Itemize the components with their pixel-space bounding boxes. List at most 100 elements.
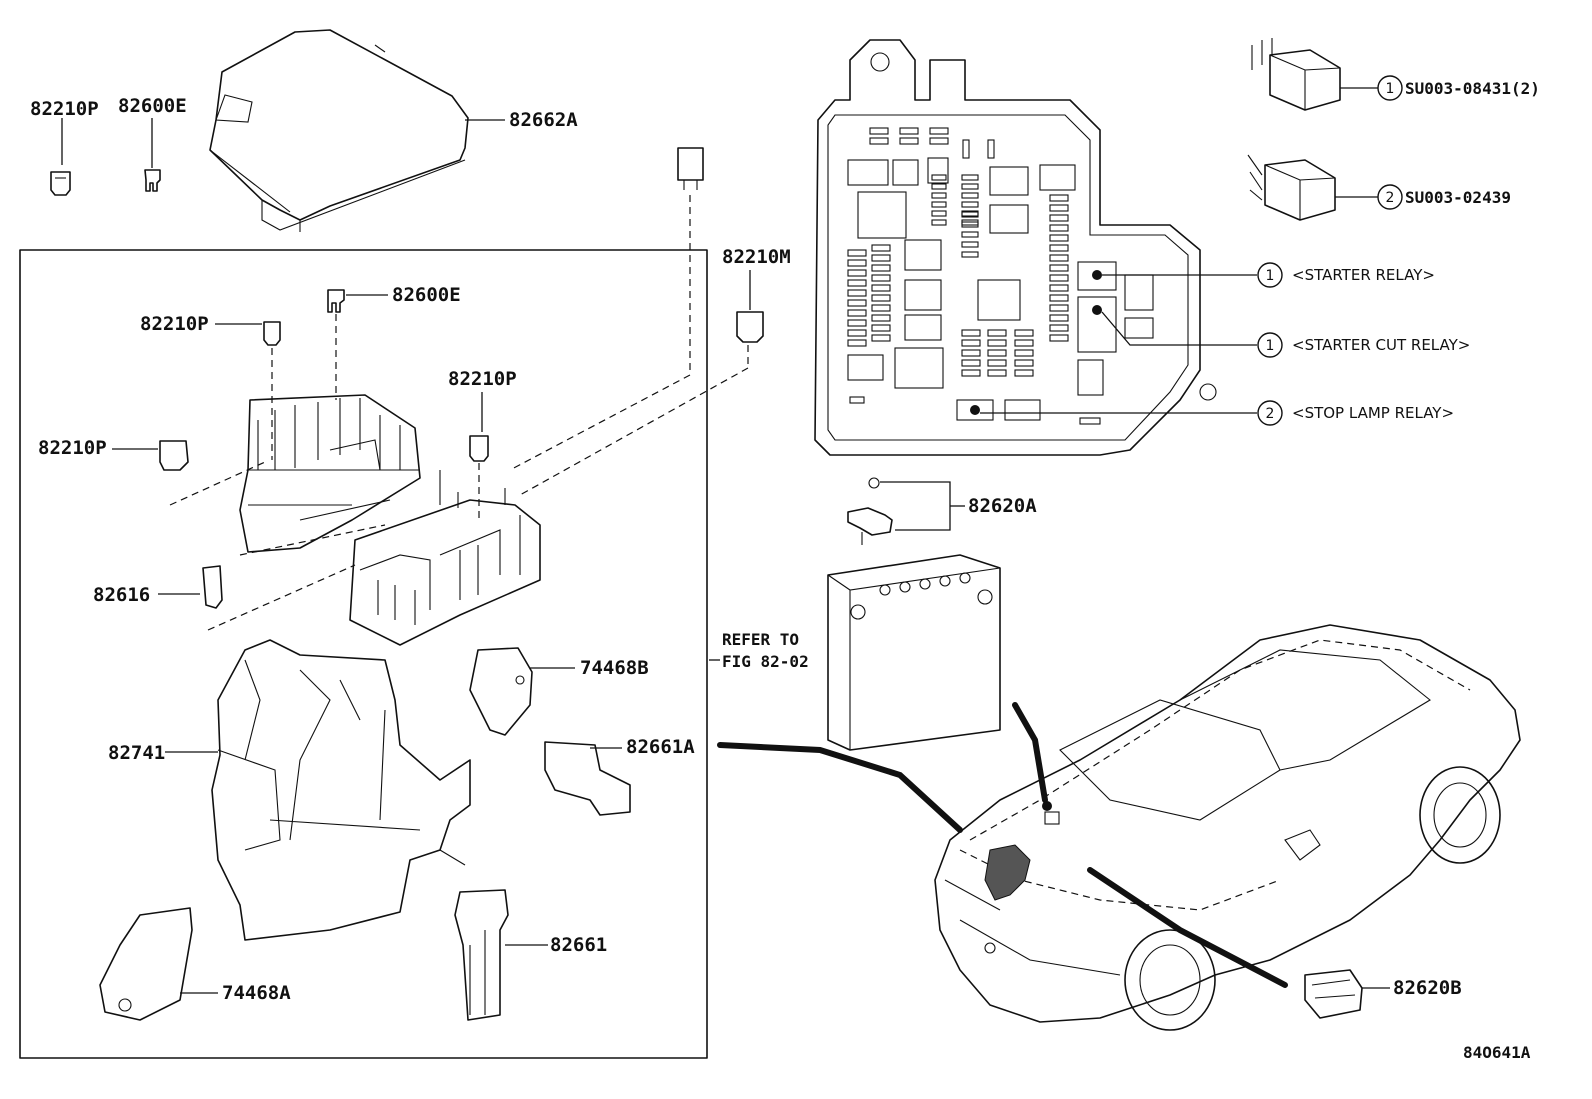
fuse-cell [961, 251, 979, 258]
relay-cell [1077, 359, 1104, 396]
fuse-cell [847, 309, 867, 317]
relay-cell [892, 159, 919, 186]
fuse-cell [931, 183, 947, 190]
label-82210P-inner-3: 82210P [38, 437, 107, 459]
relay-cell [904, 239, 942, 271]
callout-circle-2 [1257, 332, 1283, 358]
callout-circle-3 [1257, 400, 1283, 426]
fuse-cell [1049, 254, 1069, 262]
relay-cell [847, 159, 889, 186]
fuse-cell [869, 137, 889, 145]
fuse-cell [871, 254, 891, 262]
callout-starter-relay: <STARTER RELAY> [1292, 266, 1435, 284]
part-82620B[interactable] [1304, 969, 1363, 1019]
fuse-cell [961, 211, 979, 218]
fuse-cell [847, 289, 867, 297]
part-82600E-top[interactable] [144, 118, 161, 192]
relay-part-1[interactable] [1251, 38, 1341, 111]
fuse-cell [1049, 294, 1069, 302]
fuse-cell [961, 221, 979, 228]
relay-cell [847, 354, 884, 381]
fuse-cell [1049, 224, 1069, 232]
relay-cell [904, 314, 942, 341]
fuse-cell [1049, 274, 1069, 282]
part-82600E-inner[interactable] [327, 289, 345, 313]
fuse-cell [931, 192, 947, 199]
fuse-cell [871, 284, 891, 292]
relay-block-lower[interactable] [349, 470, 541, 646]
fuse-cell [847, 249, 867, 257]
relay-part-2[interactable] [1247, 154, 1336, 221]
relay-cell [989, 204, 1029, 234]
fuse-cell [1049, 234, 1069, 242]
refer-line-1: REFER TO [722, 630, 799, 649]
fuse-cell [961, 339, 981, 347]
part-74468B-bracket[interactable] [469, 647, 533, 736]
part-82662A-cover[interactable] [209, 29, 469, 232]
part-82210P-inner-1[interactable] [263, 321, 281, 346]
fuse-cell [847, 339, 867, 347]
label-82661: 82661 [550, 934, 607, 956]
relay-cell [927, 157, 949, 184]
relay-cell [1124, 274, 1154, 311]
relay-block-upper[interactable] [239, 394, 421, 553]
fuse-cell [1014, 339, 1034, 347]
fuse-box-top-view [814, 39, 1217, 456]
relay-part-2-code: SU003-02439 [1405, 188, 1511, 207]
relay-part-1-circle [1377, 75, 1403, 101]
fuse-cell [961, 349, 981, 357]
battery-location-dot [1042, 801, 1052, 811]
part-74468A-bracket[interactable] [99, 907, 193, 1021]
label-82210P-top: 82210P [30, 98, 99, 120]
fuse-cell [987, 139, 995, 159]
fuse-cell [987, 349, 1007, 357]
assembly-frame [19, 249, 708, 1059]
relay-cell [1004, 399, 1041, 421]
part-82210P-top[interactable] [50, 118, 71, 196]
callout-circle-2-num: 1 [1266, 338, 1275, 354]
fuse-cell [961, 241, 979, 248]
fuse-cell [849, 396, 865, 404]
fuse-cell [847, 319, 867, 327]
fuse-cell [871, 304, 891, 312]
fuse-box-cells [847, 127, 1154, 425]
relay-plug-in[interactable] [677, 147, 704, 190]
fuse-cell [961, 192, 979, 199]
part-82661A[interactable] [544, 741, 631, 816]
fuse-cell [847, 279, 867, 287]
relay-cell [857, 191, 907, 239]
fuse-cell [987, 359, 1007, 367]
stop-lamp-relay-dot [970, 405, 980, 415]
relay-cell [1124, 317, 1154, 339]
part-82210P-inner-2[interactable] [469, 435, 489, 462]
label-82662A: 82662A [509, 109, 578, 131]
fuse-cell [871, 294, 891, 302]
part-82620A-terminal[interactable] [847, 477, 893, 545]
fuse-cell [1014, 349, 1034, 357]
fuse-cell [871, 314, 891, 322]
fuse-cell [962, 139, 970, 159]
figure-id: 84O641A [1463, 1043, 1531, 1062]
fuse-cell [961, 183, 979, 190]
car-outline [934, 624, 1521, 1031]
starter-relay-dot [1092, 270, 1102, 280]
callout-starter-cut-relay: <STARTER CUT RELAY> [1292, 336, 1470, 354]
part-82210P-inner-3[interactable] [159, 440, 189, 471]
fuse-cell [1049, 214, 1069, 222]
battery-location-mark [1044, 811, 1060, 825]
part-82210M[interactable] [736, 311, 764, 343]
label-82620A: 82620A [968, 495, 1037, 517]
part-82616[interactable] [202, 565, 223, 609]
fuse-cell [931, 201, 947, 208]
battery [827, 554, 1001, 751]
label-82210P-inner-2: 82210P [448, 368, 517, 390]
fuse-cell [1014, 329, 1034, 337]
part-82661[interactable] [454, 889, 509, 1021]
refer-line-2: FIG 82-02 [722, 652, 809, 671]
leader-battery-to-car [1012, 702, 1048, 803]
callout-circle-3-num: 2 [1266, 406, 1275, 422]
fuse-cell [931, 210, 947, 217]
leader-82620B-to-car [1087, 867, 1288, 988]
fuse-cell [871, 324, 891, 332]
part-82741-lower-box[interactable] [211, 639, 471, 941]
